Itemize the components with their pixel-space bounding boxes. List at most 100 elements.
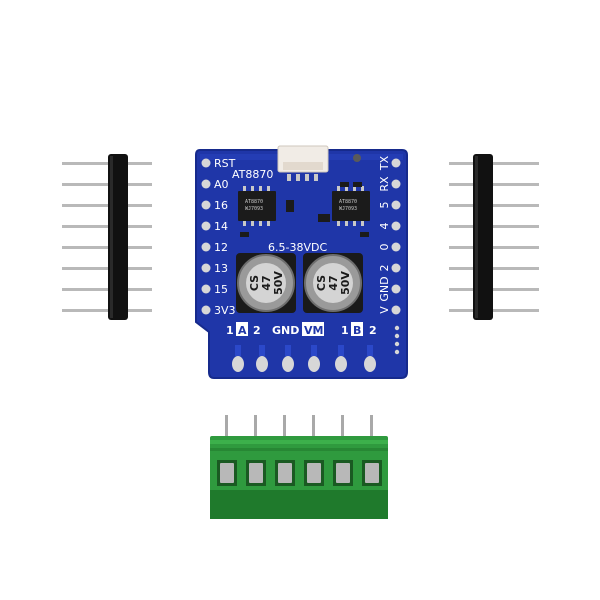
via <box>394 341 400 347</box>
vm-box <box>302 322 324 336</box>
chip-pins-bottom <box>243 221 270 226</box>
output-pad <box>232 356 244 372</box>
output-pad <box>256 356 268 372</box>
motor-b-pin-2: 2 <box>369 324 377 337</box>
motor-a-pin-1: 1 <box>226 324 234 337</box>
motor-b-label: B <box>353 324 361 337</box>
vm-label: VM <box>304 324 323 337</box>
pin-pad <box>201 179 211 189</box>
terminal-pins <box>225 415 373 443</box>
connector-contact <box>314 174 318 181</box>
header-pin <box>449 246 539 249</box>
right-header-highlight <box>475 156 478 318</box>
header-pin <box>62 162 152 165</box>
right-header-pins <box>449 162 539 312</box>
voltage-label: 6.5-38VDC <box>268 241 327 254</box>
chip-pins-top <box>243 186 270 191</box>
output-pads <box>232 356 376 372</box>
chip-pins-bottom <box>337 221 364 226</box>
header-pin <box>62 309 152 312</box>
terminal-pin <box>312 415 315 443</box>
terminal-screw <box>220 463 234 483</box>
motor-a-label: A <box>238 324 247 337</box>
header-pin <box>62 204 152 207</box>
header-pin <box>62 225 152 228</box>
chip-pin <box>251 221 254 226</box>
pin-pad <box>391 221 401 231</box>
terminal-screw <box>249 463 263 483</box>
capacitor-right: CS 47 50V <box>303 253 363 313</box>
pin-label-4: 4 <box>378 223 391 230</box>
output-pad <box>308 356 320 372</box>
terminal-screw <box>278 463 292 483</box>
terminal-pin <box>370 415 373 443</box>
i2c-connector <box>277 145 329 181</box>
board-chip-name: AT8870 <box>232 168 273 181</box>
chip-body <box>332 191 370 221</box>
chip-pin <box>345 186 348 191</box>
mounting-hole <box>353 154 361 162</box>
right-edge-pads <box>391 158 401 315</box>
via <box>394 349 400 355</box>
chip-pin <box>251 186 254 191</box>
capacitor-text-3: 50V <box>339 271 352 295</box>
chip-pins-top <box>337 186 364 191</box>
screw-terminal-block <box>210 415 388 519</box>
pin-pad <box>201 200 211 210</box>
pin-label-0: 0 <box>378 244 391 251</box>
via-cluster <box>394 325 400 355</box>
chip-pin <box>361 221 364 226</box>
connector-contact <box>305 174 309 181</box>
smd-resistor <box>318 214 330 222</box>
motor-driver-board: RST A0 16 14 12 13 15 3V3 TX RX 5 4 0 2 … <box>195 145 408 379</box>
left-header-highlight <box>110 156 113 318</box>
terminal-ridge <box>210 448 388 451</box>
pin-pad <box>391 284 401 294</box>
connector-opening <box>283 162 323 170</box>
output-pad <box>335 356 347 372</box>
motor-a-box <box>236 322 248 336</box>
capacitor-text-2: 47 <box>327 275 340 290</box>
pin-label-13: 13 <box>214 262 228 275</box>
driver-chip-right: AT8870 WJ7093 <box>332 186 370 226</box>
pin-pad <box>391 158 401 168</box>
chip-marking-2: WJ7093 <box>339 206 357 212</box>
pin-label-a0: A0 <box>214 178 229 191</box>
chip-pin <box>259 221 262 226</box>
chip-marking-2: WJ7093 <box>245 206 263 212</box>
left-header-pins <box>62 162 152 312</box>
pin-pad <box>201 158 211 168</box>
header-pin <box>449 267 539 270</box>
chip-body <box>238 191 276 221</box>
output-pad <box>282 356 294 372</box>
driver-chip-left: AT8870 WJ7093 <box>238 186 276 226</box>
pin-pad <box>391 200 401 210</box>
chip-pin <box>345 221 348 226</box>
pin-label-gnd: GND <box>378 276 391 301</box>
terminal-pin <box>225 415 228 443</box>
terminal-pin <box>254 415 257 443</box>
chip-pin <box>259 186 262 191</box>
terminal-screw <box>336 463 350 483</box>
chip-marking-1: AT8870 <box>339 199 357 205</box>
capacitor-top <box>313 263 353 303</box>
pin-label-5: 5 <box>378 202 391 209</box>
connector-contacts <box>287 174 318 181</box>
smd-resistor <box>340 182 349 187</box>
pin-pad <box>391 242 401 252</box>
header-pin <box>62 267 152 270</box>
terminal-screw <box>365 463 379 483</box>
smd-resistor <box>286 200 294 212</box>
gnd-label: GND <box>272 324 299 337</box>
header-pin <box>449 204 539 207</box>
header-pin <box>62 183 152 186</box>
header-pin <box>449 288 539 291</box>
output-pad <box>364 356 376 372</box>
pin-pad <box>391 305 401 315</box>
capacitor-text-3: 50V <box>272 271 285 295</box>
chip-pin <box>353 221 356 226</box>
motor-output-labels: 1 A 2 GND VM 1 B 2 <box>226 322 377 337</box>
capacitor-text-1: CS <box>248 275 261 291</box>
smd-components <box>240 182 369 237</box>
terminal-shadow <box>210 490 388 519</box>
